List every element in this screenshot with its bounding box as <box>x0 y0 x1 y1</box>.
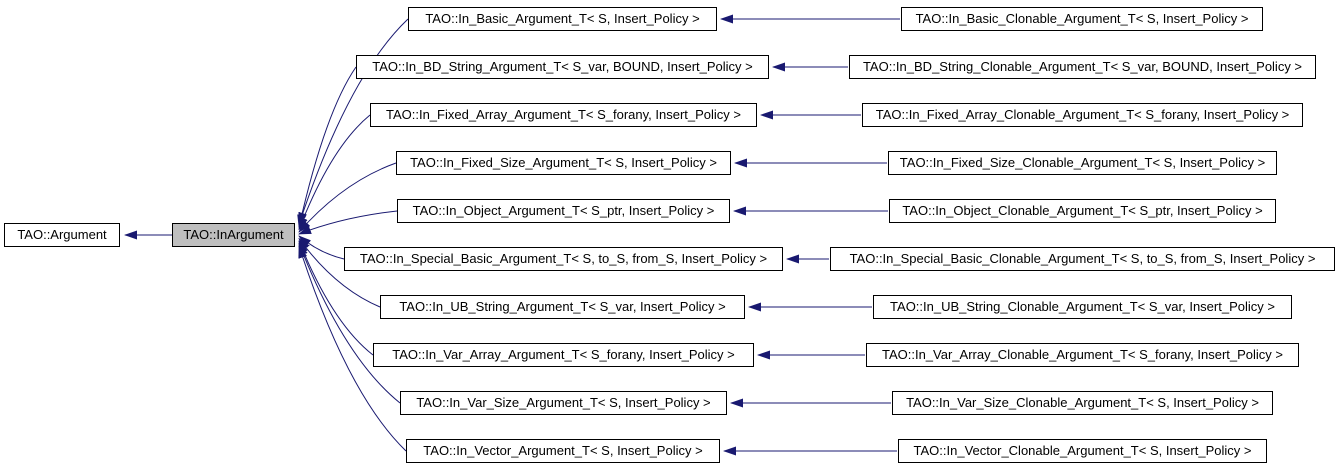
class-node-in-fixed-array-argument[interactable]: TAO::In_Fixed_Array_Argument_T< S_forany… <box>370 103 757 127</box>
class-node-in-vector-argument[interactable]: TAO::In_Vector_Argument_T< S, Insert_Pol… <box>406 439 720 463</box>
class-node-in-object-argument[interactable]: TAO::In_Object_Argument_T< S_ptr, Insert… <box>397 199 730 223</box>
class-node-inargument-current: TAO::InArgument <box>172 223 295 247</box>
class-node-in-object-clonable-argument[interactable]: TAO::In_Object_Clonable_Argument_T< S_pt… <box>889 199 1276 223</box>
class-node-in-basic-clonable-argument[interactable]: TAO::In_Basic_Clonable_Argument_T< S, In… <box>901 7 1263 31</box>
class-node-in-bd-string-argument[interactable]: TAO::In_BD_String_Argument_T< S_var, BOU… <box>356 55 769 79</box>
class-node-in-special-basic-clonable-argument[interactable]: TAO::In_Special_Basic_Clonable_Argument_… <box>830 247 1335 271</box>
class-node-in-ub-string-argument[interactable]: TAO::In_UB_String_Argument_T< S_var, Ins… <box>380 295 745 319</box>
class-node-in-var-array-argument[interactable]: TAO::In_Var_Array_Argument_T< S_forany, … <box>373 343 754 367</box>
class-node-in-fixed-array-clonable-argument[interactable]: TAO::In_Fixed_Array_Clonable_Argument_T<… <box>862 103 1303 127</box>
class-node-argument[interactable]: TAO::Argument <box>4 223 120 247</box>
class-node-in-special-basic-argument[interactable]: TAO::In_Special_Basic_Argument_T< S, to_… <box>344 247 783 271</box>
class-node-in-var-size-clonable-argument[interactable]: TAO::In_Var_Size_Clonable_Argument_T< S,… <box>892 391 1273 415</box>
class-node-in-fixed-size-clonable-argument[interactable]: TAO::In_Fixed_Size_Clonable_Argument_T< … <box>888 151 1277 175</box>
class-node-in-ub-string-clonable-argument[interactable]: TAO::In_UB_String_Clonable_Argument_T< S… <box>873 295 1292 319</box>
class-node-in-var-size-argument[interactable]: TAO::In_Var_Size_Argument_T< S, Insert_P… <box>400 391 727 415</box>
class-node-in-var-array-clonable-argument[interactable]: TAO::In_Var_Array_Clonable_Argument_T< S… <box>866 343 1299 367</box>
class-node-in-vector-clonable-argument[interactable]: TAO::In_Vector_Clonable_Argument_T< S, I… <box>898 439 1267 463</box>
class-node-in-bd-string-clonable-argument[interactable]: TAO::In_BD_String_Clonable_Argument_T< S… <box>849 55 1316 79</box>
class-node-in-fixed-size-argument[interactable]: TAO::In_Fixed_Size_Argument_T< S, Insert… <box>396 151 731 175</box>
class-node-in-basic-argument[interactable]: TAO::In_Basic_Argument_T< S, Insert_Poli… <box>408 7 717 31</box>
